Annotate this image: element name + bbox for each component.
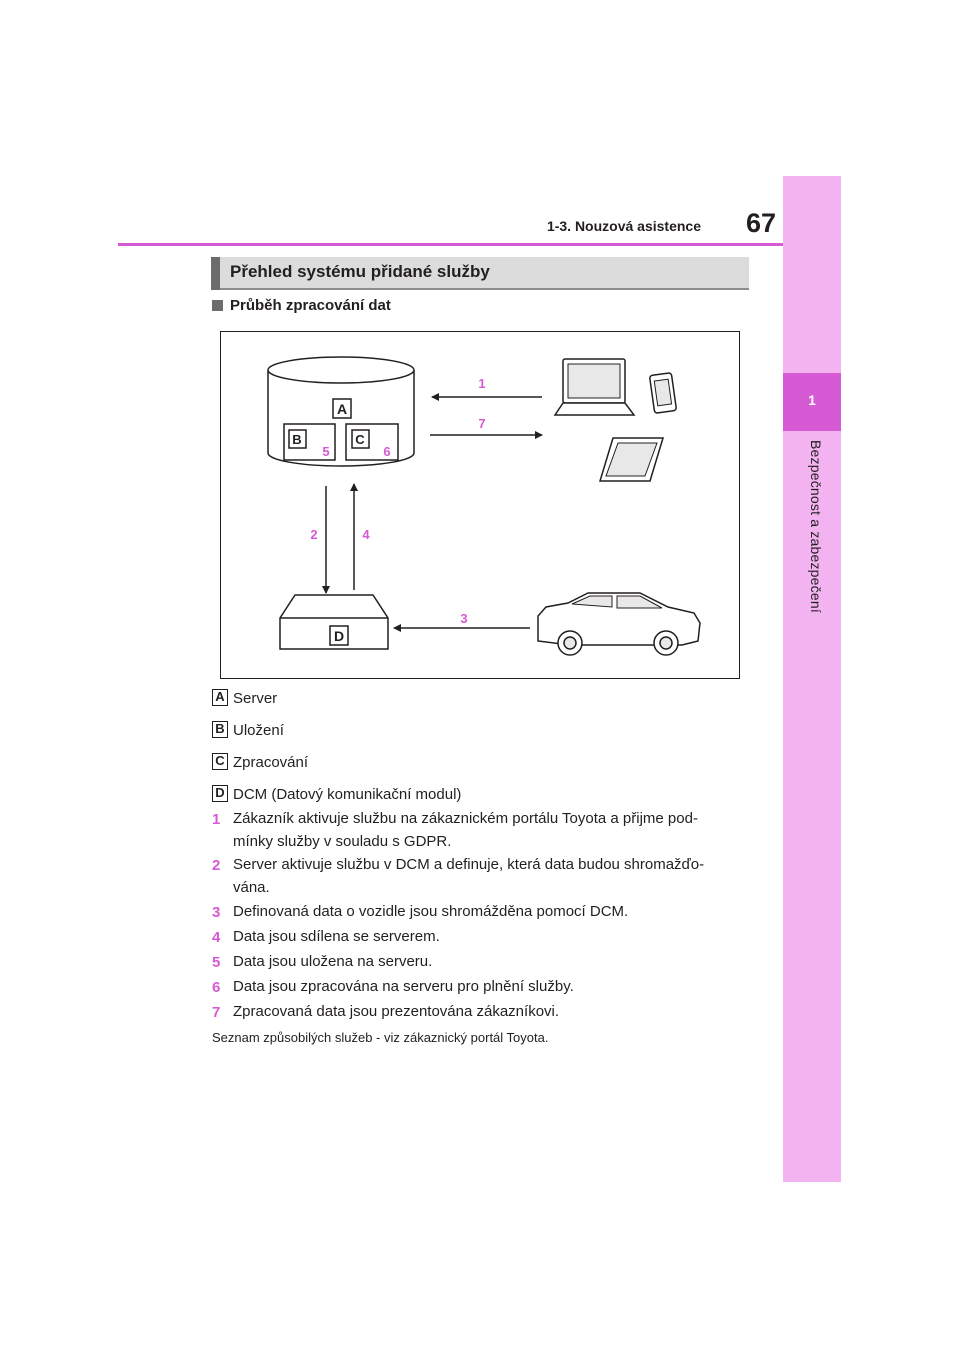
legend-key-b: B <box>212 721 228 738</box>
legend-text-b: Uložení <box>233 722 284 739</box>
heading-bar <box>211 257 220 290</box>
step-5-marker: 5 <box>322 444 329 459</box>
header-rule <box>118 243 783 246</box>
diagram-canvas: A B 5 C 6 1 7 2 4 <box>266 355 701 656</box>
chapter-number: 1 <box>808 392 816 408</box>
data-flow-diagram: A B 5 C 6 1 7 2 4 <box>220 331 740 679</box>
step-1-marker: 1 <box>478 376 485 391</box>
legend-text-a: Server <box>233 690 278 707</box>
section-label: 1-3. Nouzová asistence <box>546 218 701 234</box>
legend-key-c: C <box>212 753 228 770</box>
step-number: 3 <box>212 904 221 921</box>
box-d <box>328 624 349 646</box>
subheading: Průběh zpracování dat <box>230 297 391 314</box>
laptop-icon <box>553 357 635 416</box>
step-6-marker: 6 <box>383 444 390 459</box>
step-3-text: Definovaná data o vozidle jsou shromáždě… <box>233 903 629 920</box>
step-number: 5 <box>212 954 221 971</box>
chapter-number-tab <box>783 373 841 431</box>
step-4-text: Data jsou sdílena se serverem. <box>233 928 440 945</box>
step-7-text: Zpracovaná data jsou prezentována zákazn… <box>233 1003 560 1020</box>
step-text: Server aktivuje službu v DCM a definuje,… <box>233 853 743 899</box>
box-c-label: C <box>355 432 365 447</box>
box-a-label: A <box>336 401 346 417</box>
page-title: Přehled systému přidané služby <box>230 262 490 281</box>
page-number: 67 <box>745 208 776 238</box>
square-bullet-icon <box>212 300 223 311</box>
step-7-marker: 7 <box>478 416 485 431</box>
dcm-module <box>278 593 389 650</box>
step-number: 6 <box>212 979 221 996</box>
step-number: 1 <box>212 811 221 828</box>
step-1-line-1: Zákazník aktivuje službu na zákaznickém … <box>233 810 698 827</box>
legend-key-d: D <box>212 785 228 802</box>
legend-text-d: DCM (Datový komunikační modul) <box>233 786 462 803</box>
box-c <box>350 428 370 449</box>
box-b-label: B <box>292 432 301 447</box>
tablet-icon <box>598 436 664 482</box>
box-a <box>331 397 352 419</box>
step-6-text: Data jsou zpracována na serveru pro plně… <box>233 978 574 995</box>
smartphone-icon <box>648 371 677 414</box>
heading-box <box>211 257 749 290</box>
step-number: 7 <box>212 1004 221 1021</box>
step-2-marker: 2 <box>310 527 317 542</box>
box-d-label: D <box>333 628 343 644</box>
step-text: Zákazník aktivuje službu na zákaznickém … <box>233 807 743 853</box>
legend-key-a: A <box>212 689 228 706</box>
step-2-line-2: vána. <box>233 879 270 896</box>
step-4-marker: 4 <box>362 527 370 542</box>
car-icon <box>536 591 701 656</box>
chapter-side-tab <box>783 176 841 1182</box>
step-5-text: Data jsou uložena na serveru. <box>233 953 433 970</box>
chapter-title: Bezpečnost a zabezpečení <box>808 440 824 613</box>
step-2-line-1: Server aktivuje službu v DCM a definuje,… <box>233 856 705 873</box>
step-number: 2 <box>212 857 221 874</box>
legend-text-c: Zpracování <box>233 754 309 771</box>
box-b <box>287 428 307 449</box>
footnote: Seznam způsobilých služeb - viz zákaznic… <box>212 1030 549 1045</box>
step-number: 4 <box>212 929 221 946</box>
step-3-marker: 3 <box>460 611 467 626</box>
step-1-line-2: mínky služby v souladu s GDPR. <box>233 833 452 850</box>
